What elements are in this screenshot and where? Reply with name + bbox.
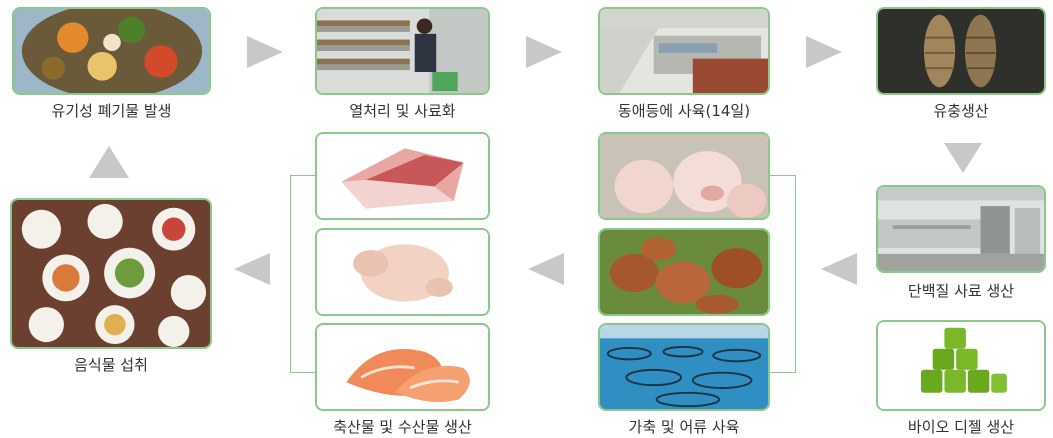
arrow-down-icon [944,143,982,173]
arrow-left-icon [234,253,270,285]
pigs-image [598,132,770,220]
arrow-right-icon [247,36,283,68]
chickens-image [598,228,770,316]
arrow-right-icon [526,36,562,68]
larvae-image [876,7,1046,95]
step-label-larvae: 유충생산 [933,102,989,120]
arrow-left-icon [821,253,857,285]
arrow-right-icon [806,36,842,68]
arrow-left-icon [528,253,564,285]
step-label-products: 축산물 및 수산물 생산 [333,418,472,436]
food-waste-image [12,7,211,95]
chicken-image [315,228,490,316]
fish-farm-image [598,323,770,411]
step-label-bsf: 동애등에 사육(14일) [617,102,751,120]
food-intake-image [10,198,212,349]
step-label-heat: 열처리 및 사료화 [349,102,456,120]
biodiesel-image [876,320,1046,411]
products-bracket [290,175,316,373]
step-label-livestock: 가축 및 어류 사육 [628,418,740,436]
livestock-bracket [770,175,796,373]
heat-treatment-image [315,7,490,95]
step-label-food: 음식물 섭취 [74,356,148,374]
step-label-biodiesel: 바이오 디젤 생산 [907,418,1015,436]
step-label-protein: 단백질 사료 생산 [907,282,1015,300]
salmon-image [315,323,490,411]
bsf-rearing-image [598,7,770,95]
step-label-waste: 유기성 폐기물 발생 [51,102,172,120]
arrow-up-icon [89,146,129,178]
pork-image [315,132,490,220]
protein-feed-image [876,185,1046,273]
